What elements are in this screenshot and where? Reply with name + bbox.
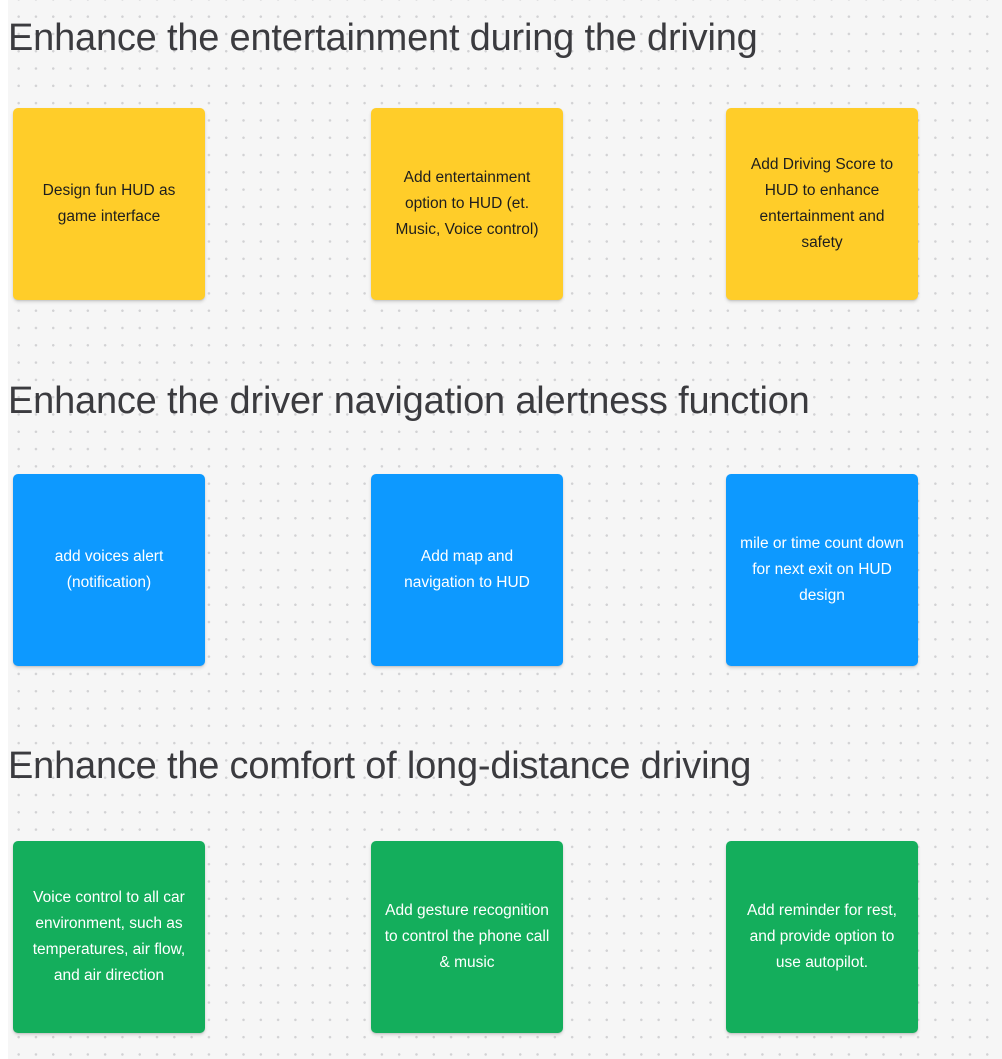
- sticky-note[interactable]: Add map and navigation to HUD: [371, 474, 563, 666]
- sticky-note-text: Add reminder for rest, and provide optio…: [747, 902, 897, 971]
- sticky-note-text: Add map and navigation to HUD: [404, 548, 530, 591]
- section-title-entertainment[interactable]: Enhance the entertainment during the dri…: [8, 17, 758, 59]
- sticky-note-text: Add gesture recognition to control the p…: [384, 902, 550, 971]
- sticky-note-text: Add entertainment option to HUD (et. Mus…: [395, 169, 539, 238]
- sticky-note[interactable]: Add gesture recognition to control the p…: [371, 841, 563, 1033]
- sticky-note-text: Design fun HUD as game interface: [42, 182, 176, 225]
- sticky-note-text: mile or time count down for next exit on…: [740, 535, 904, 604]
- sticky-note[interactable]: mile or time count down for next exit on…: [726, 474, 918, 666]
- sticky-note[interactable]: Voice control to all car environment, su…: [13, 841, 205, 1033]
- section-title-long-distance-comfort[interactable]: Enhance the comfort of long-distance dri…: [8, 745, 752, 787]
- sticky-note-text: Add Driving Score to HUD to enhance ente…: [750, 156, 894, 251]
- sticky-note[interactable]: Design fun HUD as game interface: [13, 108, 205, 300]
- sticky-note-text: add voices alert (notification): [54, 548, 164, 591]
- section-title-navigation-alertness[interactable]: Enhance the driver navigation alertness …: [8, 380, 810, 422]
- sticky-note[interactable]: Add Driving Score to HUD to enhance ente…: [726, 108, 918, 300]
- sticky-note[interactable]: Add reminder for rest, and provide optio…: [726, 841, 918, 1033]
- sticky-note-text: Voice control to all car environment, su…: [32, 889, 186, 984]
- sticky-note[interactable]: Add entertainment option to HUD (et. Mus…: [371, 108, 563, 300]
- sticky-note[interactable]: add voices alert (notification): [13, 474, 205, 666]
